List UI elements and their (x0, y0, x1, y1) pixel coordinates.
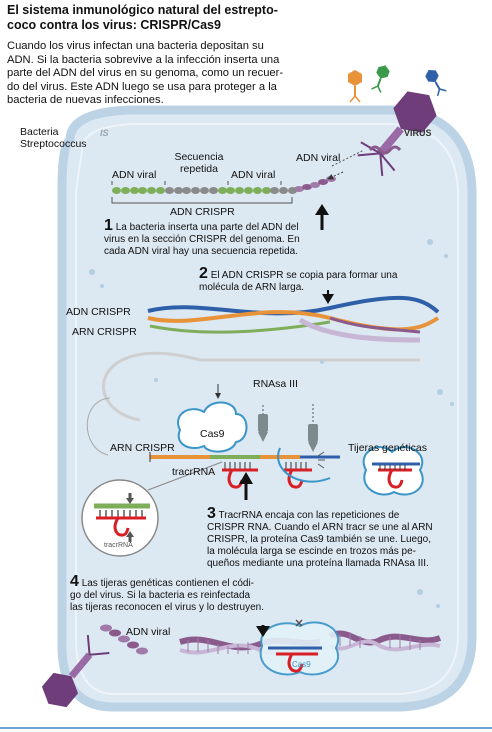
step-3-line: CRISPR RNA. Cuando el ARN tracr se une a… (207, 522, 433, 533)
crispr-bead (226, 187, 236, 194)
adn-viral-label-1: ADN viral (112, 169, 157, 181)
adn-viral-label-2: ADN viral (231, 169, 276, 181)
step-3-line: CRISPR, la proteína Cas9 también se une.… (207, 534, 432, 545)
crispr-bead (270, 187, 280, 194)
bacterium-cell (57, 105, 477, 712)
crispr-bead (261, 187, 271, 194)
step-3-caption: 3 TracrRNA encaja con las repeticiones d… (207, 505, 455, 570)
step-2-number: 2 (199, 265, 208, 282)
title-line-2: coco contra los virus: CRISPR/Cas9 (7, 18, 221, 32)
virus-faint-label: IS (100, 128, 109, 138)
title-line-1: El sistema inmunológico natural del estr… (7, 3, 278, 17)
cut-dna-helix (179, 619, 442, 676)
step-4-caption: 4 Las tijeras genéticas contienen el cód… (70, 573, 290, 614)
adn-viral-step4-label: ADN viral (126, 626, 171, 638)
arn-crispr-step3-label: ARN CRISPR (110, 442, 175, 454)
crispr-bead (164, 187, 174, 194)
crispr-bead (288, 187, 297, 194)
intro-line: bacteria de nuevas infecciones. (7, 94, 164, 107)
step-1-line: cada ADN viral hay una secuencia repetid… (104, 246, 299, 257)
step-3-number: 3 (207, 505, 216, 522)
crispr-beads (112, 185, 302, 197)
secuencia-repetida-label: Secuencia repetida (171, 151, 227, 175)
crispr-bead (182, 187, 192, 194)
dna-helix-step2 (147, 295, 440, 343)
genetic-scissors (362, 446, 424, 496)
step-1-line: La bacteria inserta una parte del ADN de… (115, 222, 299, 233)
secuencia-line2: repetida (180, 163, 218, 175)
tracrrna-label: tracrRNA (172, 466, 216, 478)
step-2-caption: 2 El ADN CRISPR se copia para formar una… (199, 265, 439, 294)
step-1-caption: 1 La bacteria inserta una parte del ADN … (104, 217, 324, 258)
crispr-bead (244, 187, 253, 194)
crispr-bead (200, 187, 209, 194)
crispr-bead (138, 187, 148, 194)
tijeras-geneticas-label: Tijeras genéticas (348, 442, 427, 454)
virus-icon-bottom (41, 634, 110, 708)
step-4-line: Las tijeras genéticas contienen el códi- (81, 578, 255, 589)
bacteria-label-line1: Bacteria (20, 126, 59, 138)
zoom-circle (81, 479, 159, 557)
crispr-bead (156, 187, 165, 194)
bacteria-label: Bacteria Streptococcus (20, 126, 87, 150)
step-4-line: go del virus. Si la bacteria es reinfect… (70, 590, 251, 601)
cas9-label: Cas9 (200, 428, 225, 440)
intro-line: Cuando los virus infectan una bacteria d… (7, 40, 264, 52)
crispr-bead (112, 187, 121, 194)
crispr-bead (173, 187, 183, 194)
arn-crispr-label: ARN CRISPR (72, 326, 137, 338)
step-1-number: 1 (104, 217, 113, 234)
crispr-bead (208, 187, 218, 194)
cas9-small-label: Cas9 (292, 660, 311, 669)
step-4-number: 4 (70, 573, 79, 590)
secuencia-line1: Secuencia (174, 151, 224, 163)
viral-dna-step4 (100, 624, 148, 655)
crispr-bead (191, 187, 201, 194)
step-2-line: molécula de ARN larga. (199, 282, 305, 293)
step-4-line: las tijeras reconocen el virus y lo dest… (70, 602, 264, 613)
crispr-bead (235, 187, 245, 194)
crispr-bead (252, 187, 262, 194)
step-3-line: queños mediante una proteína llamada RNA… (207, 558, 429, 569)
intro-line: ADN. Si la bacteria sobrevive a la infec… (7, 53, 280, 66)
intro-line: do del virus. Este ADN luego se usa para… (7, 80, 277, 93)
step-3-line: la molécula larga se escinde en trozos m… (207, 546, 416, 557)
crispr-bead (129, 187, 139, 194)
crispr-bead (217, 187, 227, 194)
crispr-bead (120, 187, 130, 194)
step-3-line: TracrRNA encaja con las repeticiones de (218, 510, 400, 521)
crispr-bead (279, 187, 289, 194)
intro-line: parte del ADN del virus en su genoma, co… (7, 67, 284, 80)
tracrrna-small-label: tracrRNA (104, 542, 133, 549)
adn-crispr-label: ADN CRISPR (66, 306, 131, 318)
cell-dots (89, 239, 454, 608)
rnasa-label: RNAsa III (253, 378, 298, 390)
adn-viral-outside-label: ADN viral (296, 152, 341, 164)
crispr-rna-strand (149, 447, 340, 489)
virus-icon (357, 91, 437, 176)
intro-paragraph: Cuando los virus infectan una bacteria d… (7, 40, 317, 108)
step-2-line: El ADN CRISPR se copia para formar una (210, 270, 398, 281)
step-1-line: virus en la sección CRISPR del genoma. E… (104, 234, 300, 245)
adn-crispr-bracket-label: ADN CRISPR (170, 206, 235, 218)
small-virus-icons (348, 65, 447, 103)
virus-label: VIRUS (404, 128, 432, 138)
crispr-bead (147, 187, 157, 194)
cas9-protein (177, 401, 248, 453)
bacteria-label-line2: Streptococcus (20, 138, 87, 150)
page-title: El sistema inmunológico natural del estr… (7, 3, 317, 33)
rnasa-scissors (258, 404, 318, 452)
